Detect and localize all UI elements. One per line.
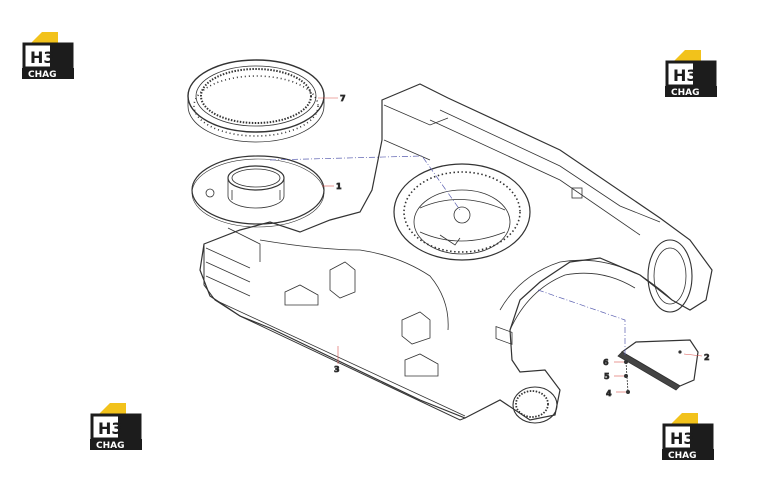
logo-icon: H3 CHAG [662, 413, 714, 461]
brand-logo-bottom-right: H3 CHAG [660, 409, 716, 461]
callout-2: 2 [704, 353, 710, 362]
logo-wordmark: CHAG [668, 451, 697, 461]
logo-icon: H3 CHAG [22, 32, 74, 80]
callout-4: 4 [606, 389, 612, 398]
logo-icon: H3 CHAG [90, 403, 142, 451]
logo-mark: H3 [98, 419, 123, 438]
brand-logo-bottom-left: H3 CHAG [88, 399, 144, 451]
logo-wordmark: CHAG [96, 441, 125, 451]
callout-5: 5 [604, 372, 610, 381]
assembly-center-lines [269, 155, 626, 356]
callout-1: 1 [336, 182, 342, 191]
callout-7: 7 [340, 94, 346, 103]
logo-wordmark: CHAG [28, 70, 57, 80]
logo-mark: H3 [30, 48, 55, 67]
logo-mark: H3 [670, 429, 695, 448]
part-2-cover-plate [617, 339, 699, 391]
part-7-slewing-ring [187, 59, 325, 143]
callout-6: 6 [603, 358, 609, 367]
leader-lines [318, 97, 703, 393]
logo-mark: H3 [673, 66, 698, 85]
fastener-stack [624, 359, 631, 394]
logo-icon: H3 CHAG [665, 50, 717, 98]
part-1-center-plate [191, 155, 325, 228]
callout-3: 3 [334, 365, 340, 374]
brand-logo-top-left: H3 CHAG [20, 28, 76, 80]
part-3-main-frame [199, 83, 713, 424]
brand-logo-top-right: H3 CHAG [663, 46, 719, 98]
logo-wordmark: CHAG [671, 88, 700, 98]
